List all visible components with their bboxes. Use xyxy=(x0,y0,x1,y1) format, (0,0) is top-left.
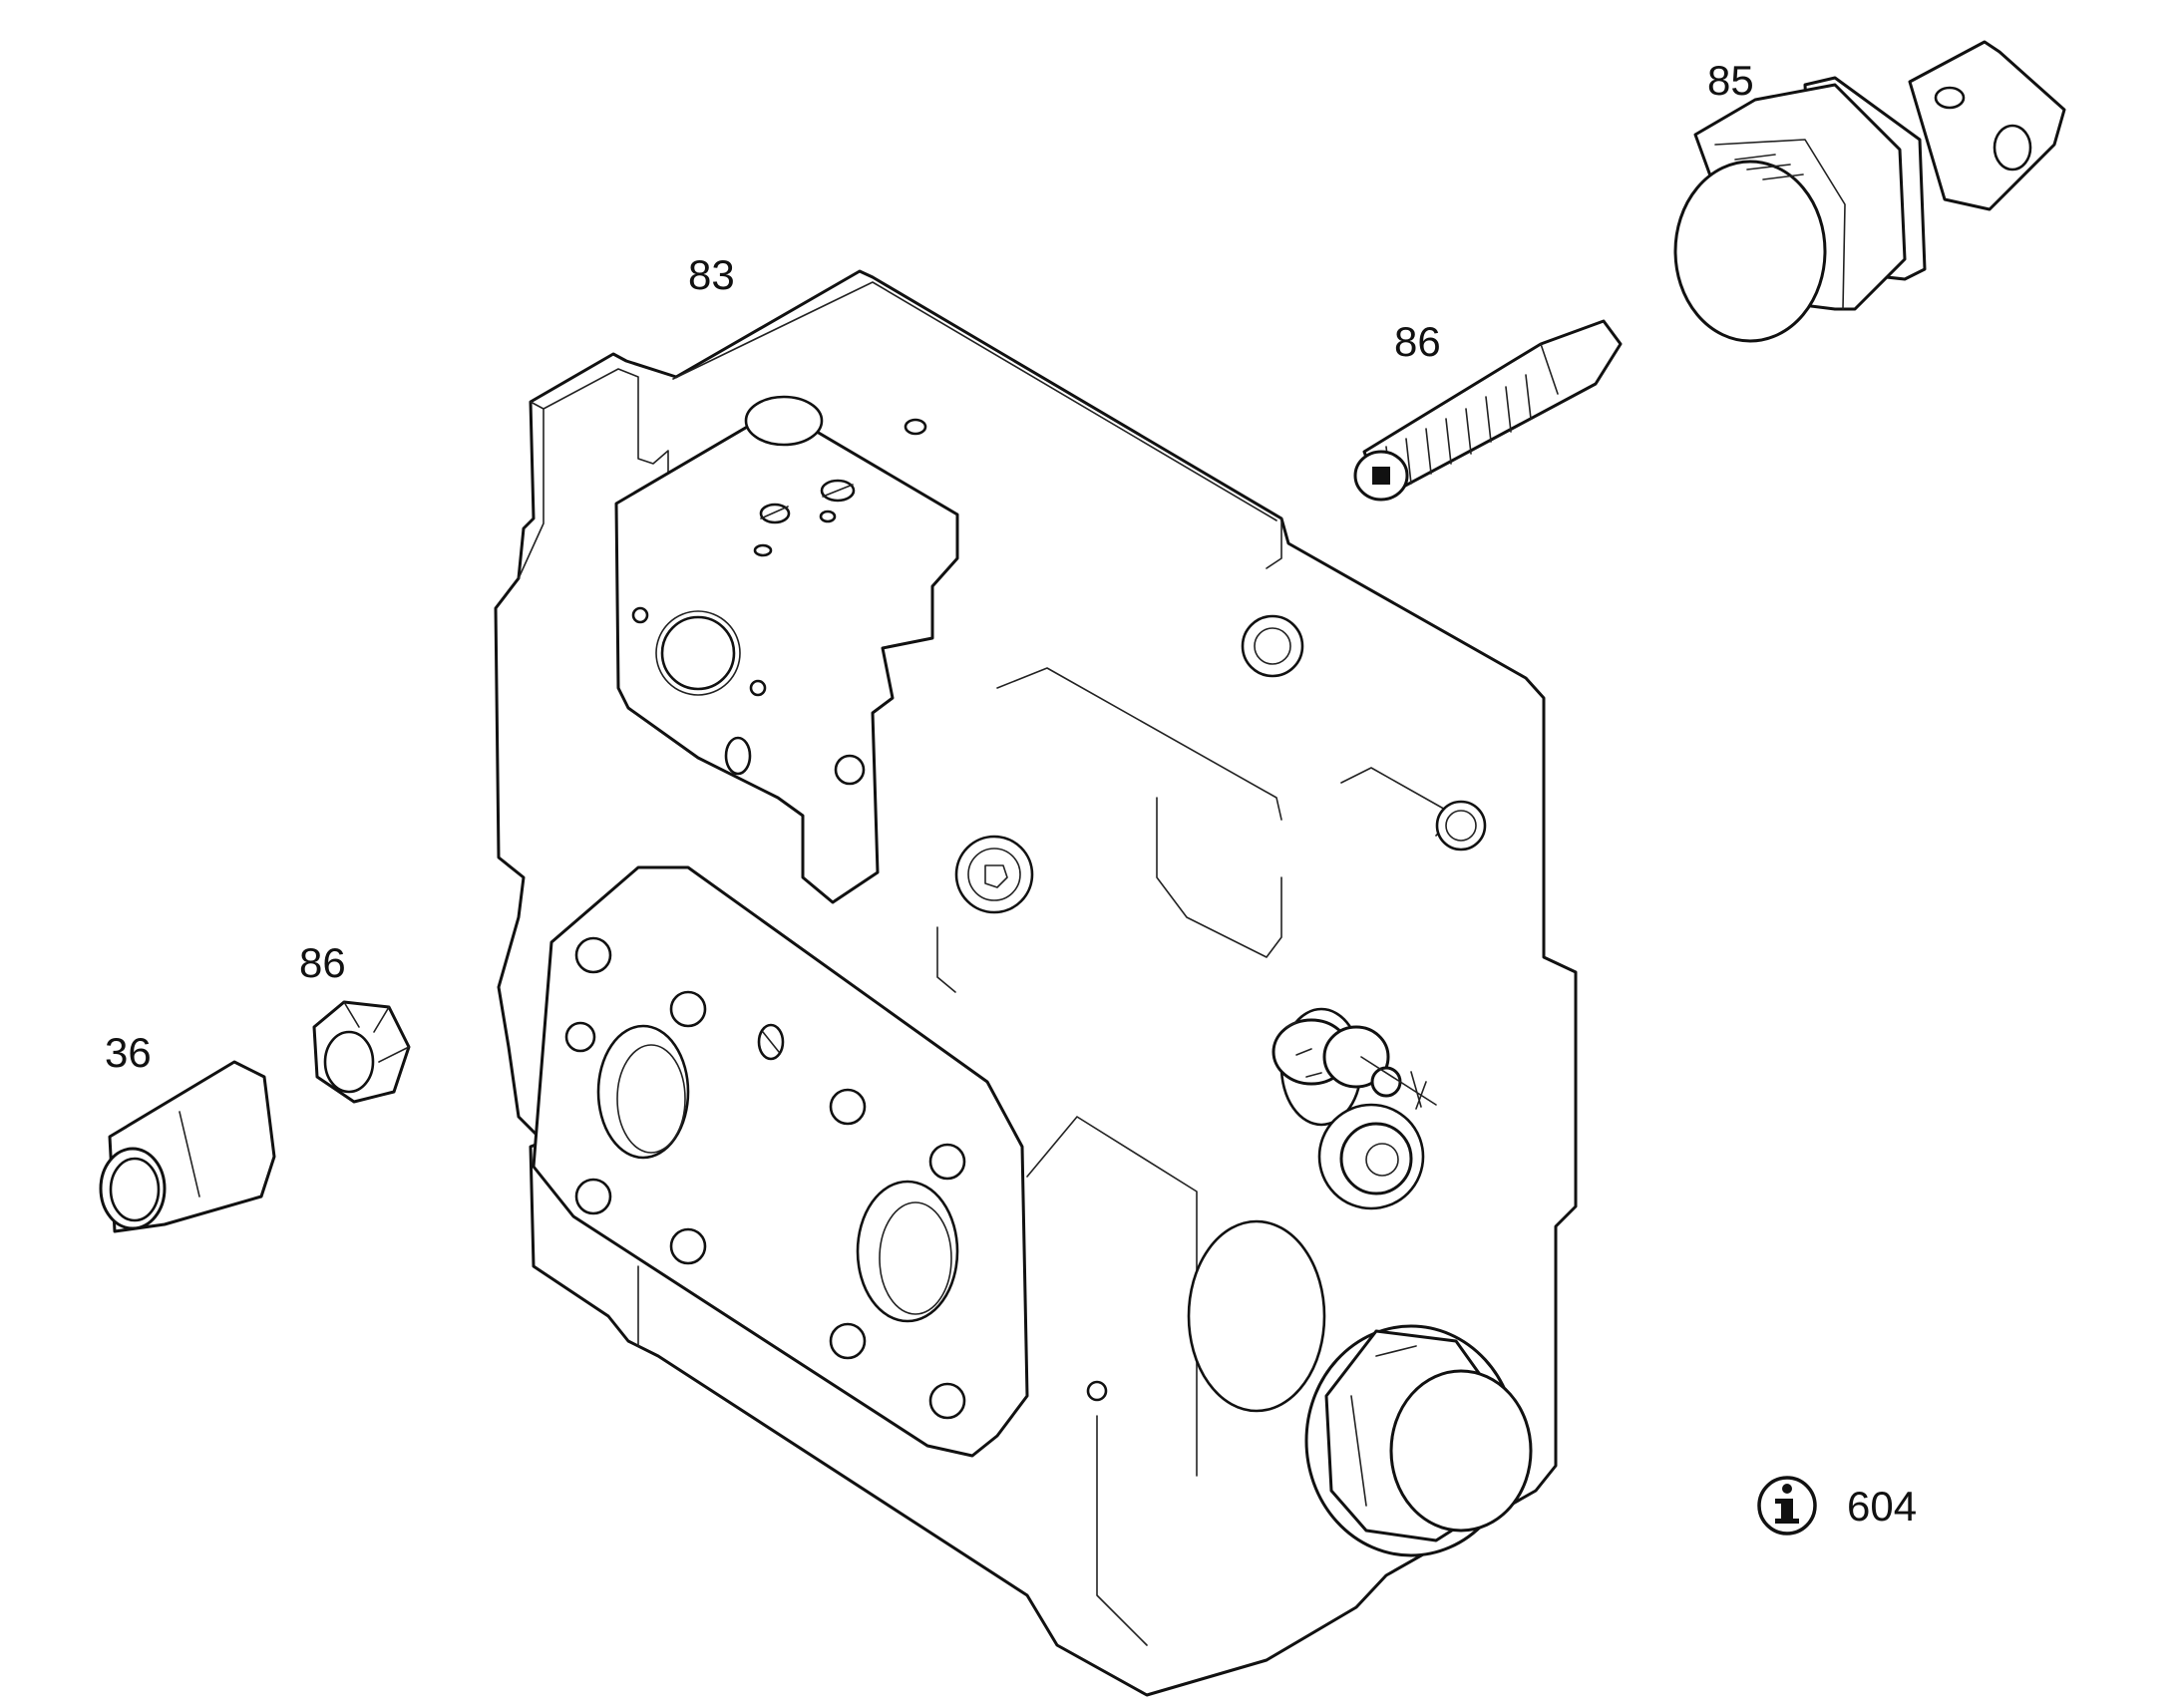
part-36-cone-nozzle[interactable] xyxy=(99,1060,276,1233)
callout-86-pin: 86 xyxy=(1394,318,1441,365)
relief-valve-cartridge xyxy=(1272,1007,1437,1210)
callout-86-nut: 86 xyxy=(299,939,346,986)
part-86-threaded-pin[interactable] xyxy=(1353,319,1623,502)
callout-85: 85 xyxy=(1707,57,1754,104)
hex-plug xyxy=(1304,1324,1533,1557)
info-icon xyxy=(1757,1476,1817,1536)
info-reference[interactable]: 604 xyxy=(1757,1476,1917,1536)
part-86-hex-nut[interactable] xyxy=(312,1000,411,1104)
callout-83: 83 xyxy=(688,251,735,298)
part-85-piston[interactable] xyxy=(1673,40,2066,343)
callout-36: 36 xyxy=(105,1029,152,1076)
part-83-valve-housing[interactable] xyxy=(494,269,1578,1697)
info-label: 604 xyxy=(1847,1483,1917,1530)
